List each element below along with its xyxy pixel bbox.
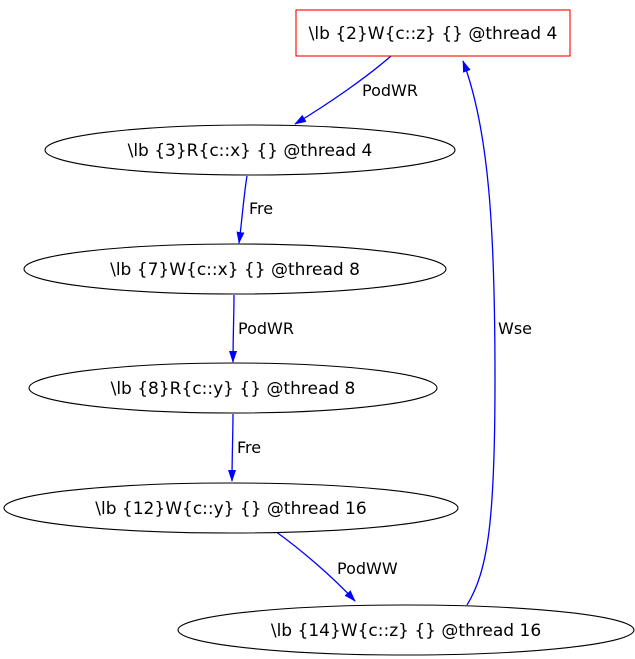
edge-3-7: Fre	[236, 175, 273, 244]
edge-line	[274, 530, 356, 602]
node-3-ellipse	[44, 124, 456, 176]
node-7: \lb {7}W{c::x} {} @thread 8	[23, 243, 447, 295]
edge-label-podww: PodWW	[337, 559, 398, 578]
edge-14-2: Wse	[462, 60, 532, 606]
node-3-label: \lb {3}R{c::x} {} @thread 4	[128, 141, 373, 161]
node-14-ellipse	[177, 604, 635, 656]
node-2: \lb {2}W{c::z} {} @thread 4	[295, 9, 571, 57]
edge-line	[462, 60, 496, 606]
node-8-ellipse	[28, 362, 438, 414]
node-14: \lb {14}W{c::z} {} @thread 16	[177, 604, 635, 656]
node-12-label: \lb {12}W{c::y} {} @thread 16	[95, 499, 366, 519]
node-8: \lb {8}R{c::y} {} @thread 8	[28, 362, 438, 414]
node-3: \lb {3}R{c::x} {} @thread 4	[44, 124, 456, 176]
edge-label-wse: Wse	[498, 319, 532, 338]
edge-line	[294, 55, 392, 125]
edge-label-fre-1: Fre	[249, 199, 273, 218]
edge-label-podwr-2: PodWR	[238, 319, 294, 338]
edge-label-podwr-1: PodWR	[362, 81, 418, 100]
edge-8-12: Fre	[228, 413, 261, 482]
edge-line	[236, 175, 248, 244]
edge-line	[228, 413, 237, 482]
edge-label-fre-2: Fre	[237, 438, 261, 457]
node-2-box	[295, 9, 571, 57]
node-2-label: \lb {2}W{c::z} {} @thread 4	[309, 24, 558, 44]
node-14-label: \lb {14}W{c::z} {} @thread 16	[271, 621, 541, 641]
edge-7-8: PodWR	[229, 294, 294, 363]
edge-line	[229, 294, 238, 363]
node-12: \lb {12}W{c::y} {} @thread 16	[3, 482, 459, 534]
node-7-ellipse	[23, 243, 447, 295]
node-8-label: \lb {8}R{c::y} {} @thread 8	[111, 379, 356, 399]
node-12-ellipse	[3, 482, 459, 534]
edge-2-3: PodWR	[294, 55, 418, 125]
node-7-label: \lb {7}W{c::x} {} @thread 8	[110, 260, 360, 280]
edge-12-14: PodWW	[274, 530, 398, 602]
